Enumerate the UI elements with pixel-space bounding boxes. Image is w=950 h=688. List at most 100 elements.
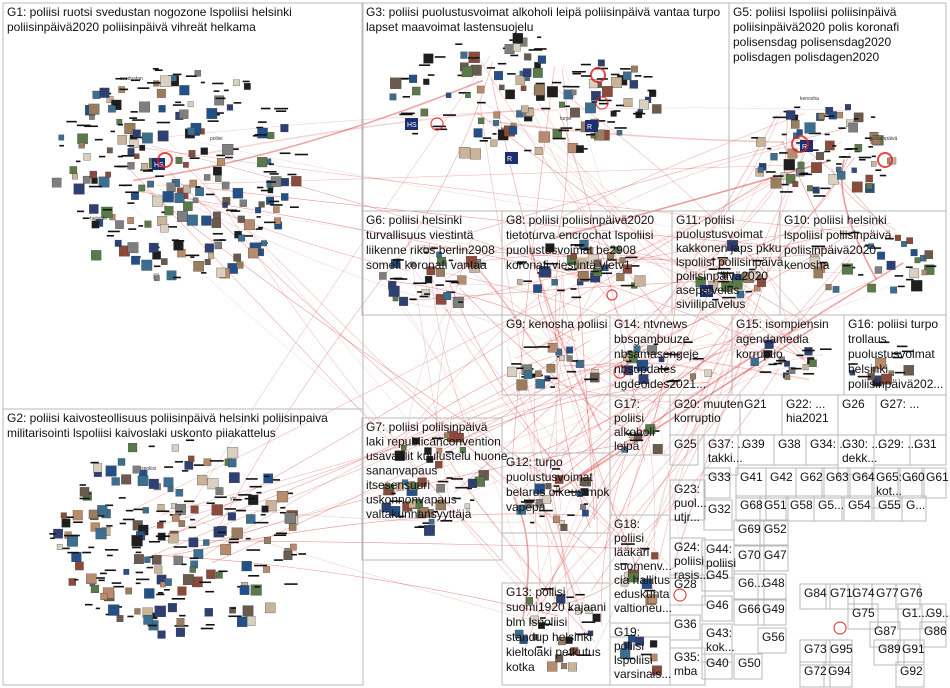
node-tag xyxy=(196,186,201,188)
edge xyxy=(400,277,563,444)
node-tag xyxy=(148,625,158,627)
group-label-g87: G87 xyxy=(874,624,897,638)
self-loop xyxy=(431,118,443,130)
node-avatar xyxy=(105,172,110,177)
node-avatar xyxy=(791,120,799,128)
node-tag xyxy=(261,108,271,110)
group-label-line: G1... xyxy=(902,606,928,620)
node-avatar xyxy=(115,240,121,246)
node-avatar xyxy=(567,356,573,362)
node-avatar xyxy=(190,567,196,573)
node-tag xyxy=(207,502,215,504)
node-avatar xyxy=(70,166,77,173)
node-tag xyxy=(258,121,267,123)
node-tag xyxy=(123,184,132,186)
node-avatar xyxy=(630,80,638,88)
group-label-line: G3: poliisi puolustusvoimat alkoholi lei… xyxy=(366,5,721,19)
node-avatar xyxy=(155,606,166,617)
group-label-line: polisdagen polisdagen2020 xyxy=(733,50,879,64)
node-avatar xyxy=(177,211,188,222)
node-tag xyxy=(179,615,186,617)
node-avatar xyxy=(61,513,67,519)
group-label-line: G74 xyxy=(852,586,875,600)
node-avatar xyxy=(128,443,137,452)
node-tag xyxy=(264,222,276,224)
node-tag xyxy=(428,74,435,76)
node-avatar xyxy=(854,113,863,122)
group-label-line: standup helsinki xyxy=(506,630,592,644)
node-avatar xyxy=(811,162,821,172)
node-avatar xyxy=(233,80,239,86)
node-avatar xyxy=(887,261,896,270)
node-avatar xyxy=(877,252,885,260)
node-avatar xyxy=(160,76,171,87)
node-tag xyxy=(483,137,491,139)
node-tag xyxy=(487,67,495,69)
group-label-line: puol... xyxy=(674,496,707,510)
node-avatar xyxy=(164,478,173,487)
node-tag xyxy=(814,195,826,197)
node-tag xyxy=(77,211,84,213)
node-avatar xyxy=(176,628,185,637)
node-tag xyxy=(295,154,308,156)
node-avatar xyxy=(494,112,500,118)
node-tag xyxy=(110,131,115,133)
node-avatar xyxy=(631,66,637,72)
node-avatar xyxy=(158,131,168,141)
group-label-g11: G11: poliisipuolustusvoimatkakkonen japs… xyxy=(676,213,784,311)
node-avatar xyxy=(168,603,177,612)
node-tag xyxy=(245,498,255,500)
node-avatar xyxy=(154,276,159,281)
node-tag xyxy=(552,82,561,84)
node-avatar xyxy=(96,528,107,539)
node-avatar xyxy=(517,279,522,284)
group-label-g51: G51 xyxy=(764,498,787,512)
node-avatar xyxy=(265,603,275,613)
node-avatar xyxy=(477,86,484,93)
group-label-line: G55 xyxy=(878,498,901,512)
node-tag xyxy=(132,547,141,549)
node-avatar xyxy=(223,202,228,207)
node-avatar xyxy=(617,130,622,135)
group-label-g70: G70 xyxy=(738,548,761,562)
node-tag xyxy=(136,579,149,581)
node-tag xyxy=(906,279,914,281)
node-tag xyxy=(256,228,263,230)
group-label-g32: G32 xyxy=(708,502,731,516)
group-label-line: G31 xyxy=(914,437,937,451)
node-tag xyxy=(838,127,845,129)
node-avatar xyxy=(115,221,123,229)
node-avatar xyxy=(652,104,661,113)
node-avatar xyxy=(910,269,919,278)
node-avatar xyxy=(616,273,624,281)
node-tag xyxy=(129,117,137,119)
node-avatar xyxy=(57,544,62,549)
group-label-line: G41 xyxy=(740,470,763,484)
group-label-line: valtakunnansyyttäjä xyxy=(366,507,472,521)
group-label-line: eduskunta xyxy=(614,587,670,601)
node-avatar xyxy=(139,145,145,151)
node-avatar xyxy=(197,475,207,485)
group-label-g71: G71 xyxy=(830,586,853,600)
node-tag xyxy=(280,507,285,509)
group-label-line: kakkonen japs pkku xyxy=(676,241,781,255)
group-label-g1: G1: poliisi ruotsi svedustan nogozone ls… xyxy=(7,5,292,34)
node-tag xyxy=(751,137,758,139)
node-tag xyxy=(767,148,771,150)
node-avatar xyxy=(217,158,225,166)
node-avatar xyxy=(290,544,296,550)
node-avatar xyxy=(232,528,243,539)
node-tag xyxy=(190,157,200,159)
node-avatar xyxy=(100,88,110,98)
group-label-line: G19: xyxy=(614,625,640,639)
node-avatar xyxy=(179,520,185,526)
node-avatar xyxy=(134,154,139,159)
node-avatar xyxy=(268,132,275,139)
node-tag xyxy=(539,515,544,517)
node-tag xyxy=(147,82,161,84)
group-label-line: asepalvelus xyxy=(676,283,739,297)
node-tag xyxy=(82,552,91,554)
node-tag xyxy=(64,535,77,537)
node-tag xyxy=(550,386,555,388)
